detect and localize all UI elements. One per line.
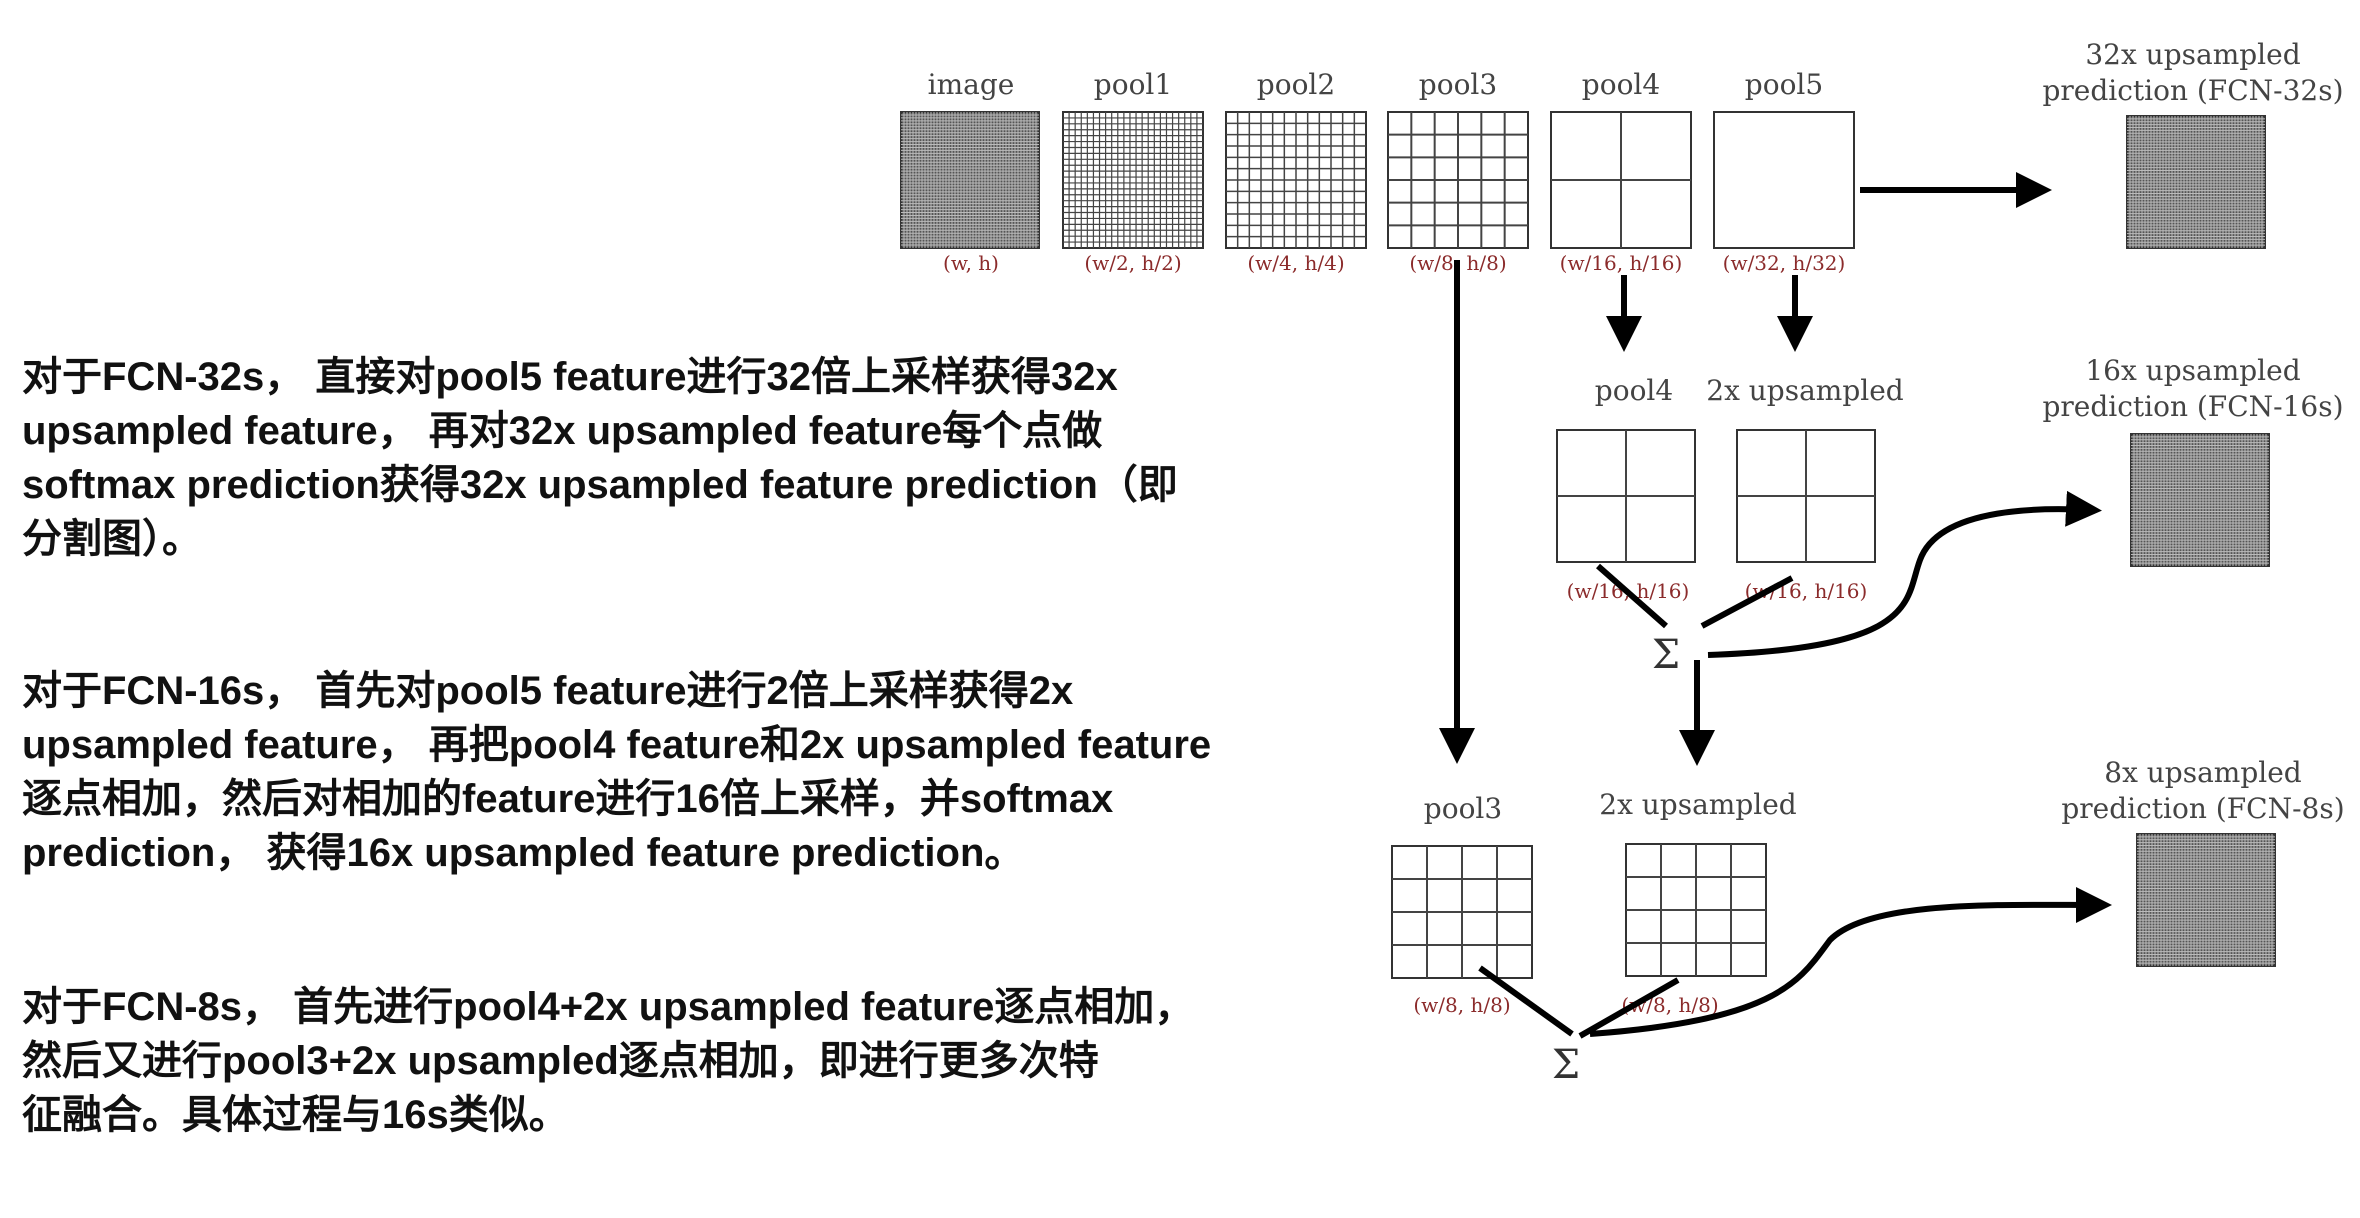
fcn16s-prediction-grid: [2130, 433, 2270, 567]
text-line: 然后又进行pool3+2x upsampled逐点相加，即进行更多次特: [22, 1039, 1099, 1083]
text-line: 对于FCN-16s， 首先对pool5 feature进行2倍上采样获得2x: [22, 669, 1074, 713]
fcn32s-prediction-grid: [2126, 115, 2266, 249]
arrow-bot-up-to-sum: [1578, 977, 1680, 1039]
text-line: softmax prediction获得32x upsampled featur…: [22, 463, 1178, 507]
arrow-sum16-to-pred16: [1707, 490, 2102, 658]
fcn8s-description: 对于FCN-8s， 首先进行pool4+2x upsampled feature…: [22, 980, 1194, 1142]
fcn32s-description: 对于FCN-32s， 直接对pool5 feature进行32倍上采样获得32x…: [22, 350, 1178, 566]
label-pool2: pool2: [1257, 68, 1335, 101]
pool1-grid: [1062, 111, 1204, 249]
text-line: 逐点相加，然后对相加的feature进行16倍上采样，并softmax: [22, 777, 1114, 821]
pool3-grid: [1387, 111, 1529, 249]
pred32-label-line1: 32x upsampled: [2085, 38, 2300, 71]
pred8-label-line1: 8x upsampled: [2104, 756, 2302, 789]
label-bot-pool3: pool3: [1424, 792, 1502, 825]
sum-symbol-16s: Σ: [1652, 632, 1680, 678]
fcn8s-prediction-grid: [2136, 833, 2276, 967]
size-pool1: (w/2, h/2): [1084, 251, 1181, 275]
text-line: 征融合。具体过程与16s类似。: [22, 1093, 569, 1137]
label-pool4: pool4: [1582, 68, 1660, 101]
size-pool5: (w/32, h/32): [1723, 251, 1846, 275]
text-line: 分割图）。: [22, 517, 202, 561]
text-line: prediction， 获得16x upsampled feature pred…: [22, 831, 1025, 875]
pred32-label-line2: prediction (FCN-32s): [2042, 74, 2343, 107]
size-pool2: (w/4, h/4): [1247, 251, 1344, 275]
label-image: image: [928, 68, 1015, 101]
pool5-grid: [1713, 111, 1855, 249]
mid-2x-upsampled-grid: [1736, 429, 1876, 563]
arrow-mid-pool4-to-sum: [1596, 563, 1668, 629]
pool2-grid: [1225, 111, 1367, 249]
pred8-label-line2: prediction (FCN-8s): [2061, 792, 2344, 825]
grid-frame: [1713, 111, 1855, 249]
label-bot-2x-upsampled: 2x upsampled: [1599, 788, 1797, 821]
fcn16s-description: 对于FCN-16s， 首先对pool5 feature进行2倍上采样获得2x u…: [22, 664, 1211, 880]
bot-pool3-grid: [1391, 845, 1533, 979]
text-line: upsampled feature， 再对32x upsampled featu…: [22, 409, 1103, 453]
text-line: 对于FCN-32s， 直接对pool5 feature进行32倍上采样获得32x: [22, 355, 1118, 399]
mid-pool4-grid: [1556, 429, 1696, 563]
image-grid: [900, 111, 1040, 249]
grid-frame: [1062, 111, 1204, 249]
label-mid-pool4: pool4: [1595, 374, 1673, 407]
text-line: upsampled feature， 再把pool4 feature和2x up…: [22, 723, 1212, 767]
size-bot-pool3: (w/8, h/8): [1413, 993, 1510, 1017]
pred16-label-line1: 16x upsampled: [2085, 354, 2300, 387]
bot-2x-upsampled-grid: [1625, 843, 1767, 977]
arrow-bot-pool3-to-sum: [1478, 965, 1574, 1037]
label-pool1: pool1: [1094, 68, 1172, 101]
size-image: (w, h): [943, 251, 999, 275]
size-pool4: (w/16, h/16): [1560, 251, 1683, 275]
arrow-sum8-to-pred8: [1589, 886, 2112, 1037]
arrow-mid-up-to-sum: [1700, 575, 1794, 629]
label-pool3: pool3: [1419, 68, 1497, 101]
text-line: 对于FCN-8s， 首先进行pool4+2x upsampled feature…: [22, 985, 1195, 1029]
sum-symbol-8s: Σ: [1552, 1042, 1580, 1088]
pred16-label-line2: prediction (FCN-16s): [2042, 390, 2343, 423]
label-mid-2x-upsampled: 2x upsampled: [1706, 374, 1904, 407]
label-pool5: pool5: [1745, 68, 1823, 101]
pool4-grid: [1550, 111, 1692, 249]
